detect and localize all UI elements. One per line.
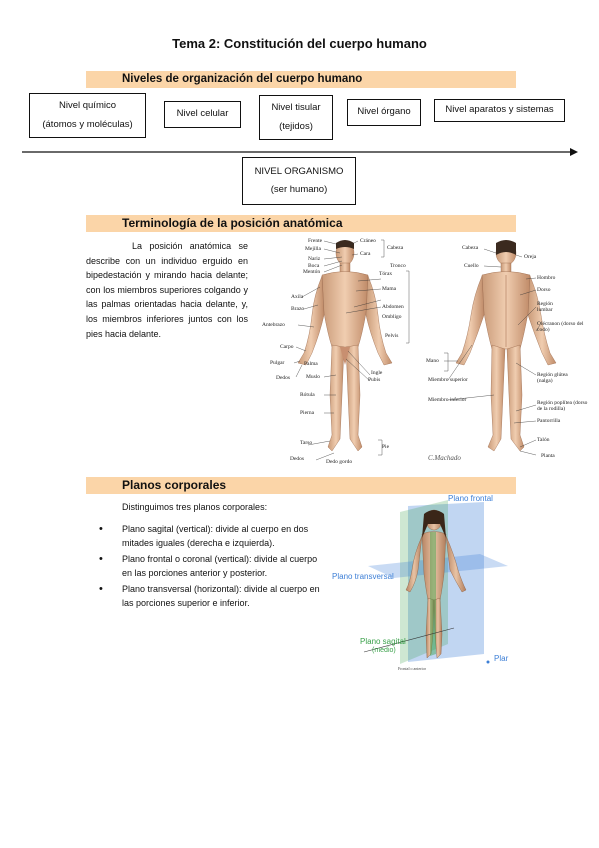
- anatomy-label: Brazo: [291, 306, 305, 312]
- anatomy-label: Cabeza: [462, 245, 479, 251]
- level-label: Nivel tisular: [271, 102, 321, 114]
- anatomy-label: Pulgar: [270, 360, 285, 366]
- anatomy-label: Talón: [537, 437, 550, 443]
- page-title: Tema 2: Constitución del cuerpo humano: [172, 36, 427, 51]
- planes-illustration: Frontal o anterior: [363, 500, 508, 671]
- anatomy-label: Boca: [308, 263, 320, 269]
- anatomy-label: Pantorrilla: [537, 418, 561, 424]
- level-box-chemical: Nivel químico (átomos y moléculas): [29, 93, 146, 138]
- anatomy-label: Dedo gordo: [326, 459, 353, 465]
- body-illustration: C.Machado: [293, 239, 557, 462]
- anatomy-label: Tronco: [390, 263, 406, 269]
- anatomy-label: Miembro superior: [428, 377, 468, 383]
- svg-text:Frontal o anterior: Frontal o anterior: [398, 666, 427, 671]
- anatomical-position-figure: C.Machado Frente Mejilla Nariz Boca Ment…: [258, 235, 590, 470]
- anatomy-label: Carpo: [280, 344, 294, 350]
- anatomy-label: Palma: [304, 361, 318, 367]
- level-sublabel: (tejidos): [279, 120, 313, 132]
- anatomy-label: Tarso: [300, 440, 313, 446]
- anatomy-label: Mejilla: [305, 246, 321, 252]
- anatomy-label: Mano: [426, 358, 439, 364]
- plane-label-cutoff: Plar: [494, 654, 509, 663]
- anatomy-label: Pie: [382, 444, 390, 450]
- level-label: Nivel químico: [58, 100, 117, 112]
- anatomy-label: Abdomen: [382, 304, 404, 310]
- paragraph-text: La posición anatómica se describe con un…: [86, 241, 248, 339]
- level-arrow: [22, 148, 578, 156]
- anatomy-label: Ombligo: [382, 314, 402, 320]
- anatomy-label: Región glútea (nalga): [537, 372, 568, 384]
- list-item: Plano transversal (horizontal): divide a…: [99, 582, 323, 611]
- anatomical-paragraph: La posición anatómica se describe con un…: [86, 239, 248, 341]
- anatomy-label: Región poplítea (dorso de la rodilla): [537, 400, 588, 412]
- anatomy-label: Pelvis: [385, 333, 399, 339]
- anatomy-label: Miembro inferior: [428, 397, 467, 403]
- anatomy-label: Pubis: [368, 377, 381, 383]
- anatomy-label: Dorso: [537, 287, 551, 293]
- level-sublabel: (átomos y moléculas): [42, 118, 133, 130]
- anatomy-label: Antebrazo: [262, 322, 285, 328]
- anatomy-label: Muslo: [306, 374, 321, 380]
- plane-label-transversal: Plano transversal: [332, 572, 394, 581]
- section-heading-levels: Niveles de organización del cuerpo human…: [86, 71, 516, 88]
- level-label: Nivel órgano: [357, 106, 411, 118]
- anatomy-label: Olécranon (dorso del codo): [537, 321, 584, 333]
- anatomy-label: Dedos: [290, 456, 305, 462]
- section-heading-text: Niveles de organización del cuerpo human…: [122, 73, 363, 85]
- list-item: Plano frontal o coronal (vertical): divi…: [99, 552, 323, 581]
- level-box-systems: Nivel aparatos y sistemas: [434, 99, 565, 122]
- level-box-organ: Nivel órgano: [347, 99, 421, 126]
- level-box-tissue: Nivel tisular (tejidos): [259, 95, 333, 140]
- anatomy-label: Cabeza: [387, 245, 404, 251]
- anatomy-label: Hombro: [537, 275, 556, 281]
- list-item: Plano sagital (vertical): divide al cuer…: [99, 522, 323, 551]
- level-box-organism: NIVEL ORGANISMO (ser humano): [242, 157, 356, 205]
- anatomy-label: Pierna: [300, 410, 315, 416]
- anatomy-label: Dedos: [276, 375, 291, 381]
- level-label: Nivel aparatos y sistemas: [445, 104, 554, 116]
- level-label: NIVEL ORGANISMO: [254, 165, 344, 177]
- planes-intro: Distinguimos tres planos corporales:: [122, 502, 268, 512]
- anatomy-label: Nariz: [308, 256, 321, 262]
- level-label: Nivel celular: [176, 108, 229, 120]
- level-box-cellular: Nivel celular: [164, 101, 241, 128]
- section-heading-anatomical: Terminología de la posición anatómica: [86, 215, 516, 232]
- anatomy-label: Axila: [291, 294, 304, 300]
- planes-list: Plano sagital (vertical): divide al cuer…: [99, 522, 323, 611]
- section-heading-text: Terminología de la posición anatómica: [122, 216, 343, 230]
- anatomy-label: Oreja: [524, 254, 537, 260]
- anatomy-label: Mentón: [303, 269, 321, 275]
- body-planes-figure: Frontal o anterior Plano frontal Plano t…: [330, 494, 520, 672]
- anatomy-label: Región lumbar: [537, 301, 553, 313]
- anatomy-label: Tórax: [379, 271, 393, 277]
- anatomy-label: Mama: [382, 286, 397, 292]
- anatomy-label: Rótula: [300, 392, 315, 398]
- section-heading-text: Planos corporales: [122, 478, 227, 492]
- anatomy-label: Ingle: [371, 370, 383, 376]
- anatomy-label: Planta: [541, 453, 555, 459]
- plane-label-sagittal: Plano sagital: [360, 637, 406, 646]
- anatomy-label: Cara: [360, 251, 371, 257]
- svg-text:C.Machado: C.Machado: [428, 454, 461, 462]
- anatomy-label: Frente: [308, 238, 323, 244]
- anatomy-label: Cuello: [464, 263, 479, 269]
- plane-label-frontal: Plano frontal: [448, 494, 493, 503]
- section-heading-planes: Planos corporales: [86, 477, 516, 494]
- level-sublabel: (ser humano): [270, 184, 328, 195]
- plane-label-sagittal-sub: (medio): [372, 647, 396, 654]
- anatomy-label: Cráneo: [360, 238, 376, 244]
